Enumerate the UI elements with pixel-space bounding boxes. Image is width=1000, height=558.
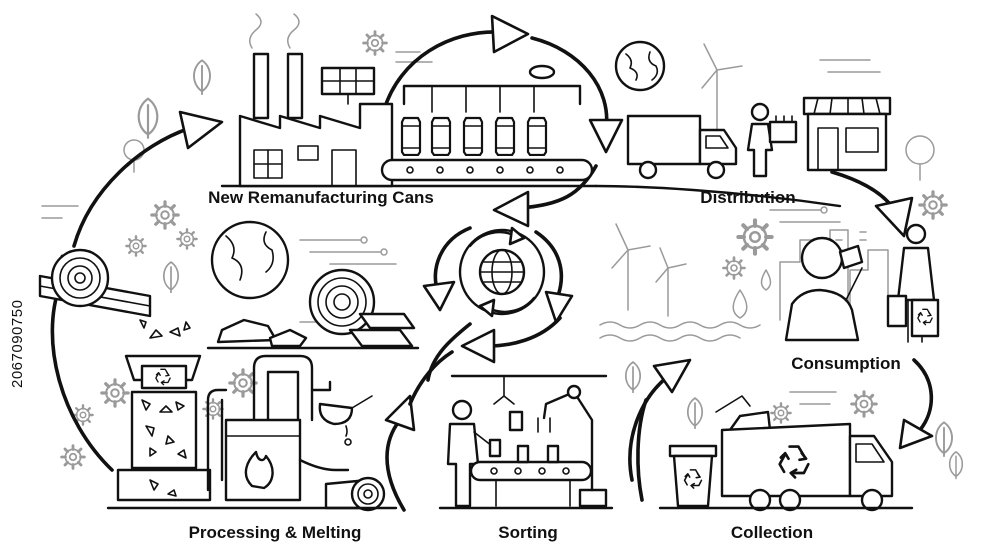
label-distribution: Distribution bbox=[700, 188, 795, 207]
collection-illustration bbox=[658, 395, 914, 512]
label-consumption: Consumption bbox=[791, 354, 901, 373]
globe-recycle-icon bbox=[458, 226, 546, 318]
distribution-illustration bbox=[614, 40, 892, 180]
raw-materials-illustration bbox=[38, 220, 420, 350]
consumption-illustration bbox=[784, 223, 940, 343]
processing-melting-illustration bbox=[106, 319, 398, 512]
label-collection: Collection bbox=[731, 523, 813, 542]
can-conveyor bbox=[380, 64, 594, 182]
label-processing: Processing & Melting bbox=[189, 523, 362, 542]
label-remanufacturing: New Remanufacturing Cans bbox=[208, 188, 434, 207]
background-decor bbox=[41, 13, 964, 480]
stock-id-watermark: 2067090750 bbox=[9, 300, 26, 388]
factory-illustration bbox=[238, 52, 394, 188]
stage-labels: New Remanufacturing Cans Distribution Co… bbox=[189, 188, 901, 542]
sorting-illustration bbox=[438, 374, 614, 510]
label-sorting: Sorting bbox=[498, 523, 558, 542]
